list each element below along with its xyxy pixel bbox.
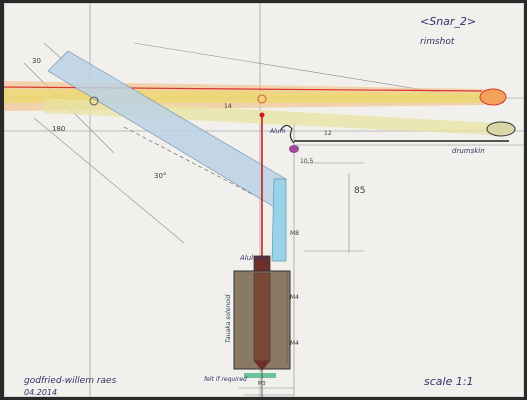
- solenoid-label: Tauaka solenoid: [225, 294, 232, 343]
- author: godfried-willem raes: [24, 376, 117, 386]
- alum-label: Alum: [269, 128, 286, 135]
- felt-label: felt if required: [204, 376, 247, 383]
- actuator-rod: [257, 94, 299, 263]
- drawing-subtitle: rimshot: [420, 37, 455, 47]
- nut-bottom-label: M4: [290, 340, 299, 347]
- dimension-180: 180: [52, 125, 65, 133]
- bolt-label: M8: [290, 230, 299, 237]
- drawing-title: <Snar_2>: [420, 15, 476, 28]
- swing-arm: [47, 50, 287, 262]
- dimension-12: 12: [324, 130, 332, 137]
- dimension-30: 30: [32, 57, 41, 65]
- date: 04.2014: [24, 388, 57, 397]
- dimension-14: 14: [224, 103, 232, 110]
- bottom-label: M3: [258, 381, 266, 387]
- dimension-10-5: 10.5: [300, 158, 314, 165]
- technical-drawing: <Snar_2> rimshot drumskin Aluluma Alum T…: [4, 3, 524, 397]
- nut-top-label: M4: [290, 294, 299, 301]
- aluminium-label: Aluluma: [239, 254, 269, 262]
- solenoid: [233, 255, 291, 397]
- drawing-sheet: <Snar_2> rimshot drumskin Aluluma Alum T…: [4, 3, 524, 397]
- dimension-85: 85: [354, 186, 365, 196]
- drumskin-label: drumskin: [452, 147, 485, 155]
- dimension-angle: 30°: [154, 172, 166, 180]
- scale: scale 1:1: [424, 375, 474, 388]
